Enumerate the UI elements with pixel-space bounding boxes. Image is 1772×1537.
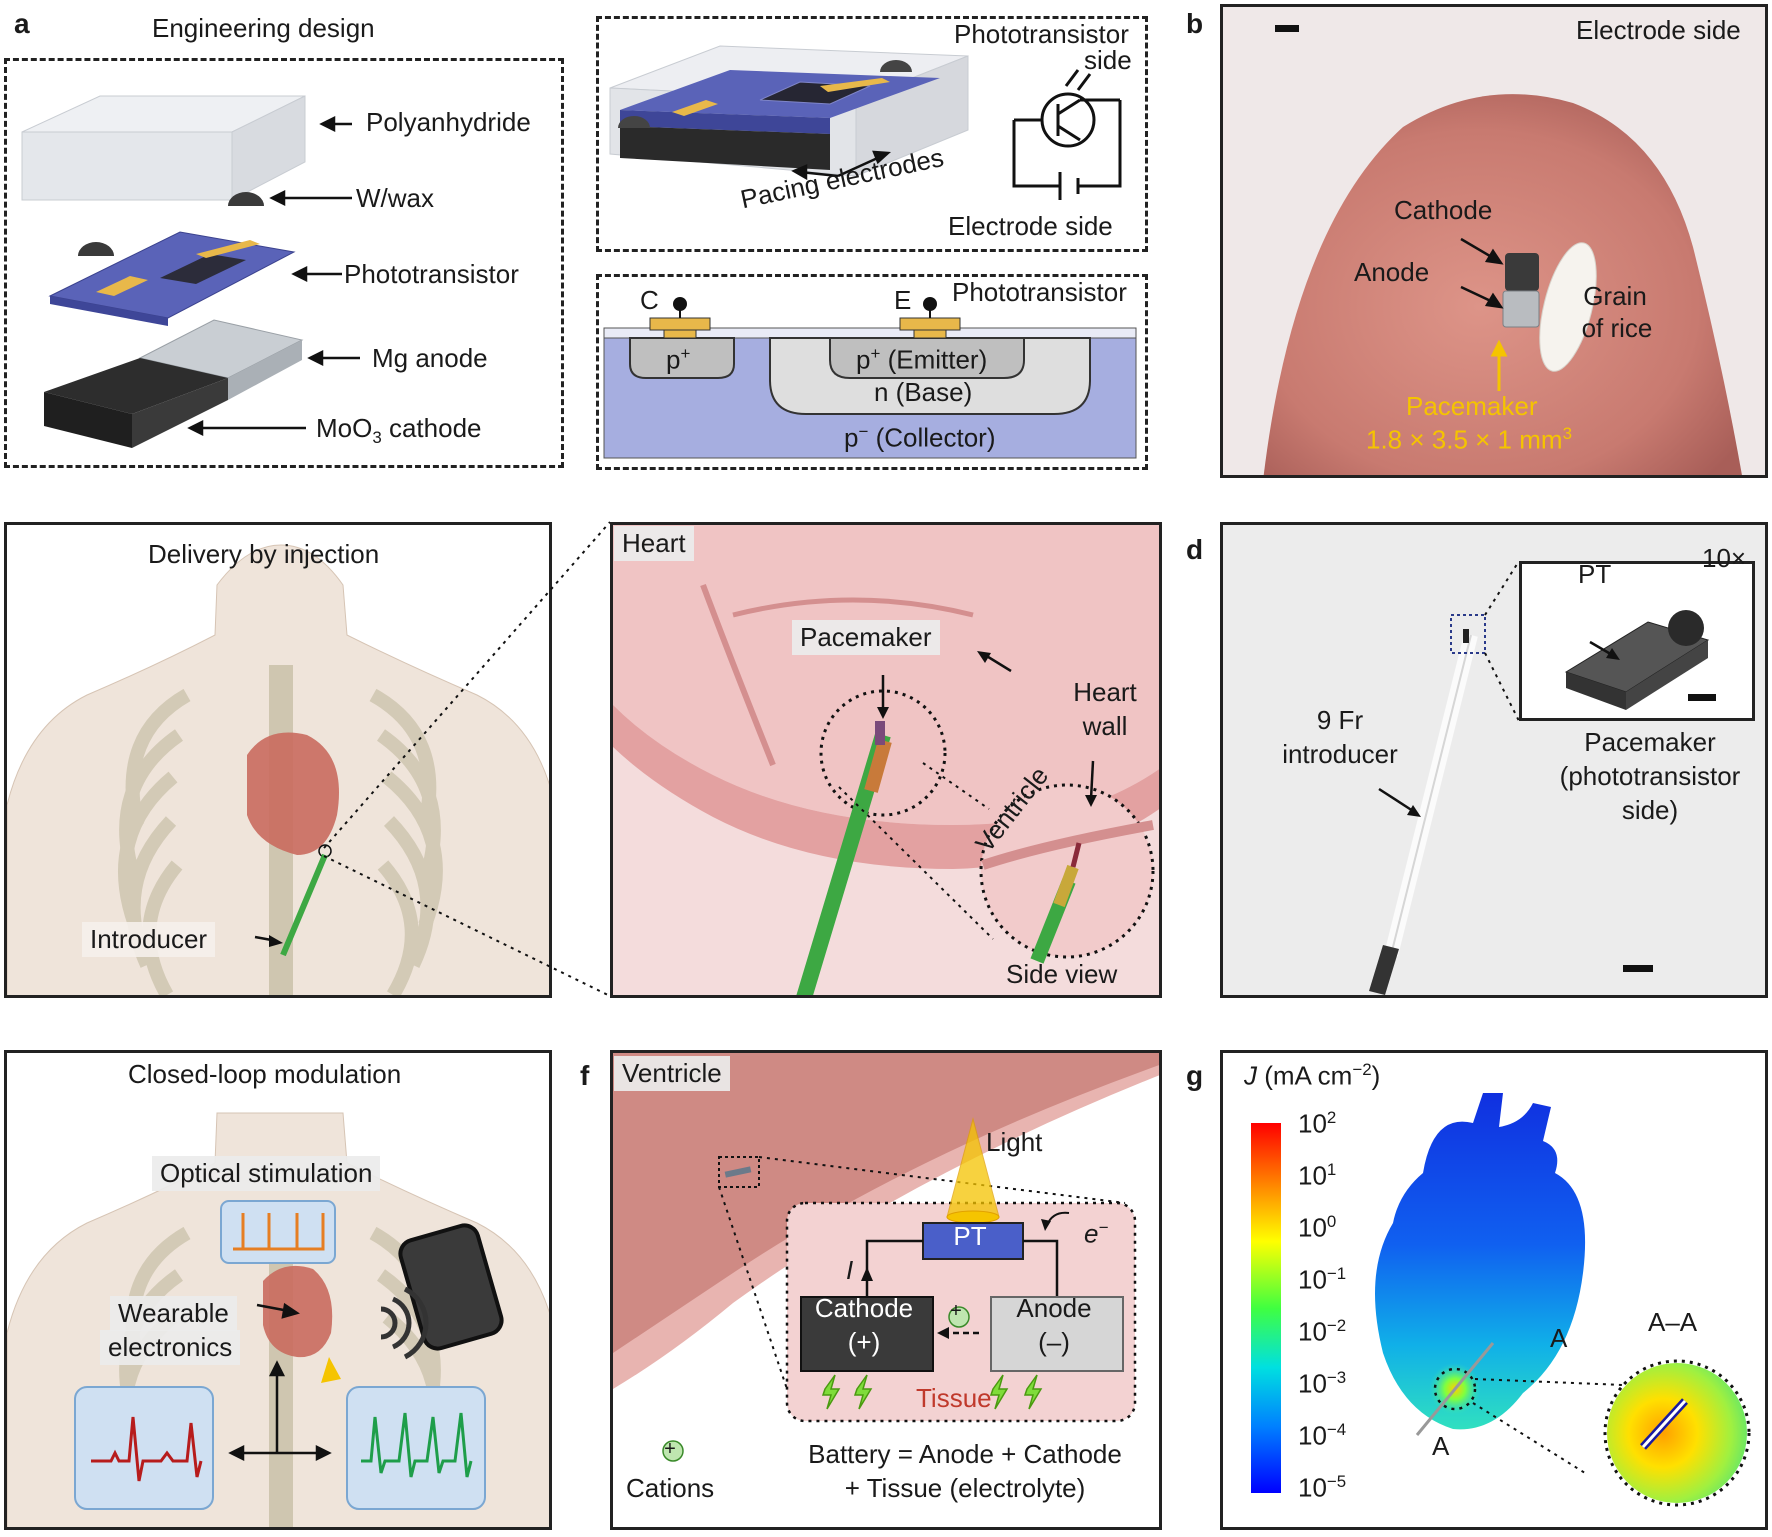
inset-device-drawing [1564,610,1716,710]
label-intro-1: 9 Fr [1316,705,1364,735]
label-grain-1: Grain [1583,281,1647,311]
panel-letter-d: d [1186,534,1204,565]
label-ventricle-f: Ventricle [614,1056,730,1091]
label-electron: e− [1084,1218,1109,1249]
fingertip-photo [1220,4,1768,478]
label-p-plus: p+ [666,344,691,375]
closed-loop-drawing [7,1112,549,1527]
panel-letter-f: f [580,1060,590,1091]
introducer-photo [1220,522,1768,998]
label-magnification: 10× [1702,543,1747,573]
label-introducer: Introducer [82,922,216,957]
label-anode-sign: (–) [1038,1327,1070,1357]
battery-schematic [610,1050,1162,1530]
label-a-lower: A [1432,1431,1450,1461]
label-inset-caption-3: side) [1621,795,1679,825]
label-pt-d: PT [1578,559,1612,589]
battery-schematic-drawing [613,1053,1159,1462]
assembled-device-box [596,16,1148,252]
label-wearable-1: Wearable [110,1296,237,1331]
label-inset-caption-1: Pacemaker [1584,727,1716,757]
label-grain-2: of rice [1581,313,1653,343]
label-moo3-cathode: MoO3 cathode [316,413,482,448]
colorbar-label: J (mA cm−2) [1244,1060,1381,1091]
colorbar-tick-7: 10−5 [1298,1472,1347,1503]
colorbar-tick-4: 10−2 [1298,1316,1347,1347]
label-inset-caption-2: (phototransistor [1559,761,1741,791]
label-phototransistor: Phototransistor [344,259,519,289]
label-heart-wall-1: Heart [1073,677,1137,707]
label-section-aa: A–A [1648,1307,1698,1337]
label-polyanhydride: Polyanhydride [366,107,531,137]
label-pt-side-1: Phototransistor [954,19,1129,49]
label-wearable-2: electronics [100,1330,241,1365]
introducer-drawing [1369,560,1653,995]
panel-b-title: Electrode side [1576,15,1741,45]
panel-letter-a: a [14,8,30,39]
closed-loop-illustration [4,1050,552,1530]
label-p-emitter: p+ (Emitter) [856,344,988,375]
current-density-simulation [1220,1050,1768,1530]
heart-closeup [610,522,1162,998]
magnified-inset [1519,561,1755,721]
fingertip-drawing [1263,25,1742,475]
label-mg-anode: Mg anode [372,343,488,373]
label-emitter-contact: E [894,285,912,315]
colorbar-tick-6: 10−4 [1298,1420,1347,1451]
label-pt-f: PT [953,1221,987,1251]
label-heart-wall-2: wall [1082,711,1128,741]
exploded-view-box [4,58,564,468]
label-pacemaker-b: Pacemaker [1406,391,1538,421]
label-wwax: W/wax [356,183,434,213]
label-p-collector: p− (Collector) [844,422,996,453]
label-cations: Cations [626,1473,715,1503]
label-pacemaker-c: Pacemaker [792,620,940,655]
label-light: Light [986,1127,1043,1157]
label-cathode: Cathode [1394,195,1493,225]
panel-letter-b: b [1186,8,1204,39]
label-cation-plus: + [950,1300,962,1322]
colorbar-tick-1: 101 [1298,1160,1337,1191]
label-heart: Heart [614,526,694,561]
colorbar-tick-3: 10−1 [1298,1264,1347,1295]
label-anode: Anode [1354,257,1430,287]
panel-c-title: Delivery by injection [148,539,380,569]
label-side-view: Side view [1006,959,1118,989]
label-collector-contact: C [640,285,659,315]
simulation-drawing [1251,1093,1751,1507]
label-optical-stimulation: Optical stimulation [152,1156,381,1191]
colorbar-tick-5: 10−3 [1298,1368,1347,1399]
label-current: I [846,1255,854,1285]
label-electrode-side: Electrode side [948,211,1113,241]
heart-closeup-drawing [613,525,1159,995]
panel-letter-g: g [1186,1060,1204,1091]
colorbar-tick-0: 102 [1298,1108,1337,1139]
label-cathode-sign: (+) [847,1327,881,1357]
label-anode-f: Anode [1016,1293,1092,1323]
colorbar-tick-2: 100 [1298,1212,1337,1243]
label-cross-section-title: Phototransistor [952,277,1127,307]
label-pacemaker-dims: 1.8 × 3.5 × 1 mm3 [1366,424,1572,455]
panel-e-title: Closed-loop modulation [128,1059,402,1089]
label-battery-2: + Tissue (electrolyte) [844,1473,1086,1503]
label-pt-side-2: side [1084,45,1132,75]
panel-a-title: Engineering design [152,13,375,43]
label-tissue: Tissue [916,1383,992,1413]
label-a-upper: A [1550,1323,1568,1353]
label-cations-plus: + [664,1438,676,1460]
label-intro-2: introducer [1282,739,1398,769]
label-n-base: n (Base) [874,377,973,407]
cross-section-box [596,274,1148,470]
label-cathode-f: Cathode [814,1293,914,1323]
label-battery-1: Battery = Anode + Cathode [808,1439,1122,1469]
